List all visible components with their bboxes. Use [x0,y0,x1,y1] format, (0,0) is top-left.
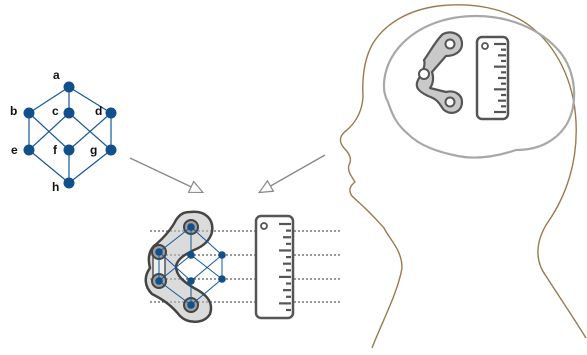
lattice-node-c [63,107,75,119]
mini-lattice-node-f [187,277,195,285]
mini-lattice-edge-c-g [190,254,223,280]
mini-lattice-node-c [187,251,195,259]
mini-lattice-edge-b-f [158,251,192,282]
chain-overlay-icon [144,210,214,323]
lattice-edge-e-h [28,149,70,184]
lattice-node-d [105,107,117,119]
lattice-edge-d-f [68,112,112,151]
mini-lattice-node-g [218,275,226,283]
head-silhouette [339,4,587,349]
arrow-from-head [257,154,326,194]
mini-lattice-edge-c-e [158,254,192,282]
lattice-node-f [63,144,75,156]
lattice-edge-g-h [68,149,112,184]
lattice-node-label-c: c [52,104,59,118]
lattice-node-b [23,107,35,119]
lattice-node-h [63,177,75,189]
lattice-node-label-f: f [53,143,58,157]
brain-outline [382,14,576,159]
lattice-node-label-d: d [95,104,102,118]
lattice-edge-a-d [68,86,112,114]
lattice-node-label-b: b [10,104,17,118]
ruler-icon [475,35,510,121]
lattice-node-e [23,144,35,156]
lattice-node-label-e: e [11,143,18,157]
lattice-node-label-a: a [53,68,60,82]
lattice-graph: a b c d e f g h [10,68,117,194]
bicycle-chain-link-icon [415,31,464,114]
mini-lattice-edge-a-d [190,226,223,256]
arrow-from-lattice [129,157,205,194]
mini-lattice-edge-g-h [190,278,223,306]
mini-lattice-edge-e-h [158,280,192,306]
mini-lattice-node-d [218,251,226,259]
mini-lattice-node-e [155,277,163,285]
mini-lattice-node-a [187,223,195,231]
lattice-edge-c-e [28,112,70,151]
mini-lattice-node-b [155,248,163,256]
ruler-icon [254,214,295,320]
lattice-node-a [63,81,75,93]
lattice-edge-a-b [28,86,70,114]
lattice-node-label-g: g [90,143,97,157]
mini-lattice-edge-d-f [190,254,223,282]
lattice-node-g [105,144,117,156]
mini-lattice-node-h [187,301,195,309]
result-composition [144,210,340,323]
lattice-node-label-h: h [52,180,59,194]
mini-lattice-graph [155,223,226,309]
mini-lattice-edge-a-b [158,226,192,253]
